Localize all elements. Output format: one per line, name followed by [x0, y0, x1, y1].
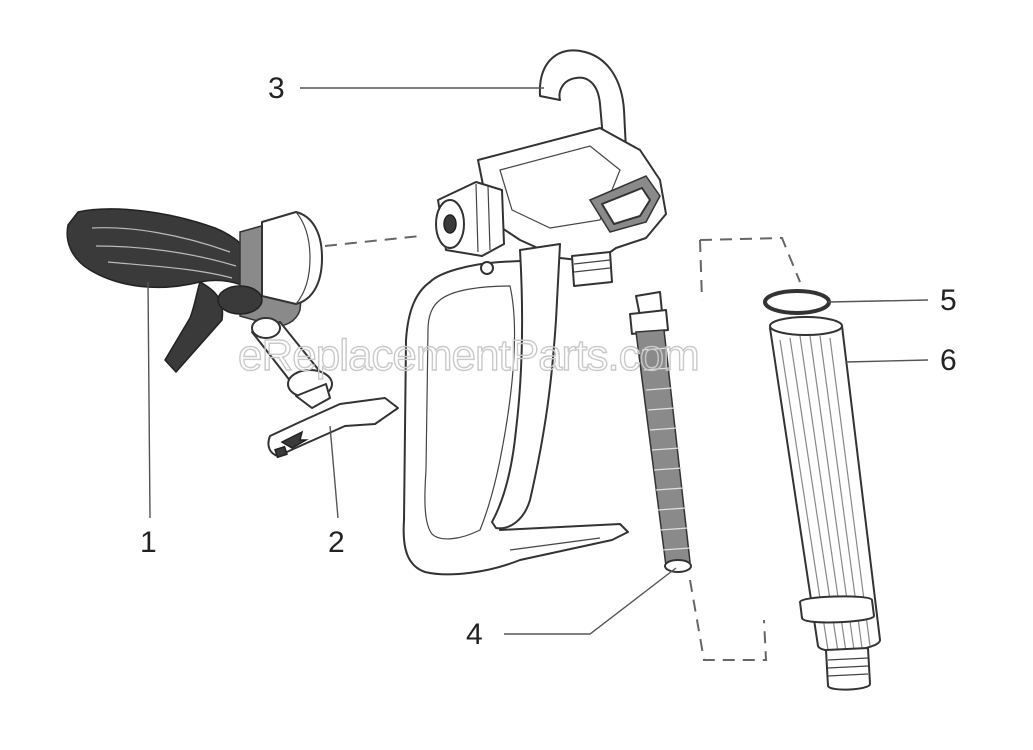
leader-6 — [845, 359, 929, 363]
callout-1: 1 — [140, 526, 157, 559]
part-1-tip-guard[interactable] — [66, 208, 323, 374]
leader-2 — [329, 425, 339, 519]
part-3-gun-body[interactable] — [402, 49, 667, 576]
part-6-filter-housing[interactable] — [769, 316, 881, 691]
leader-5 — [827, 299, 929, 303]
part-5-o-ring[interactable] — [763, 289, 831, 315]
part-4-filter[interactable] — [629, 291, 692, 573]
callout-4: 4 — [466, 618, 483, 651]
part-2-reversible-tip[interactable] — [251, 317, 399, 459]
leader-1 — [147, 281, 151, 519]
callout-labels: 1 2 3 4 5 6 — [140, 72, 957, 651]
leader-lines — [147, 87, 929, 635]
callout-5: 5 — [940, 284, 957, 317]
callout-2: 2 — [328, 526, 345, 559]
callout-3: 3 — [268, 72, 285, 105]
callout-6: 6 — [940, 344, 957, 377]
leader-4 — [504, 567, 677, 635]
watermark-text: eReplacementParts.com — [238, 331, 699, 380]
assembly-dashed-lines — [324, 235, 801, 661]
